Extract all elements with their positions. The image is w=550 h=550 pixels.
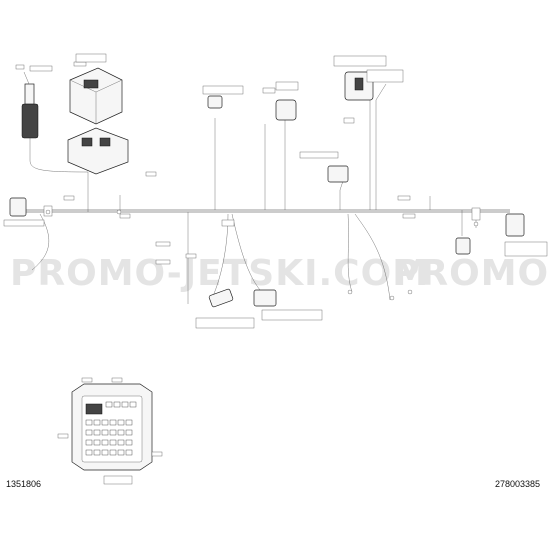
right-connectors — [397, 195, 548, 257]
connector-icon — [202, 81, 299, 121]
relay-fuse-box-icon — [67, 53, 129, 175]
horn-icon — [15, 64, 53, 139]
watermark-left: PROMO-JETSKI.COM — [10, 253, 429, 294]
mid-connectors — [119, 171, 323, 329]
module-top-right — [299, 55, 404, 183]
watermark-right: PROMO-J — [393, 253, 550, 294]
main-harness-trunk — [18, 83, 510, 304]
ecm-module-icon — [57, 377, 163, 485]
reference-code-right: 278003385 — [495, 479, 540, 489]
left-connector — [3, 195, 75, 227]
reference-code-left: 1351806 — [6, 479, 41, 489]
clip-icon — [45, 209, 479, 301]
